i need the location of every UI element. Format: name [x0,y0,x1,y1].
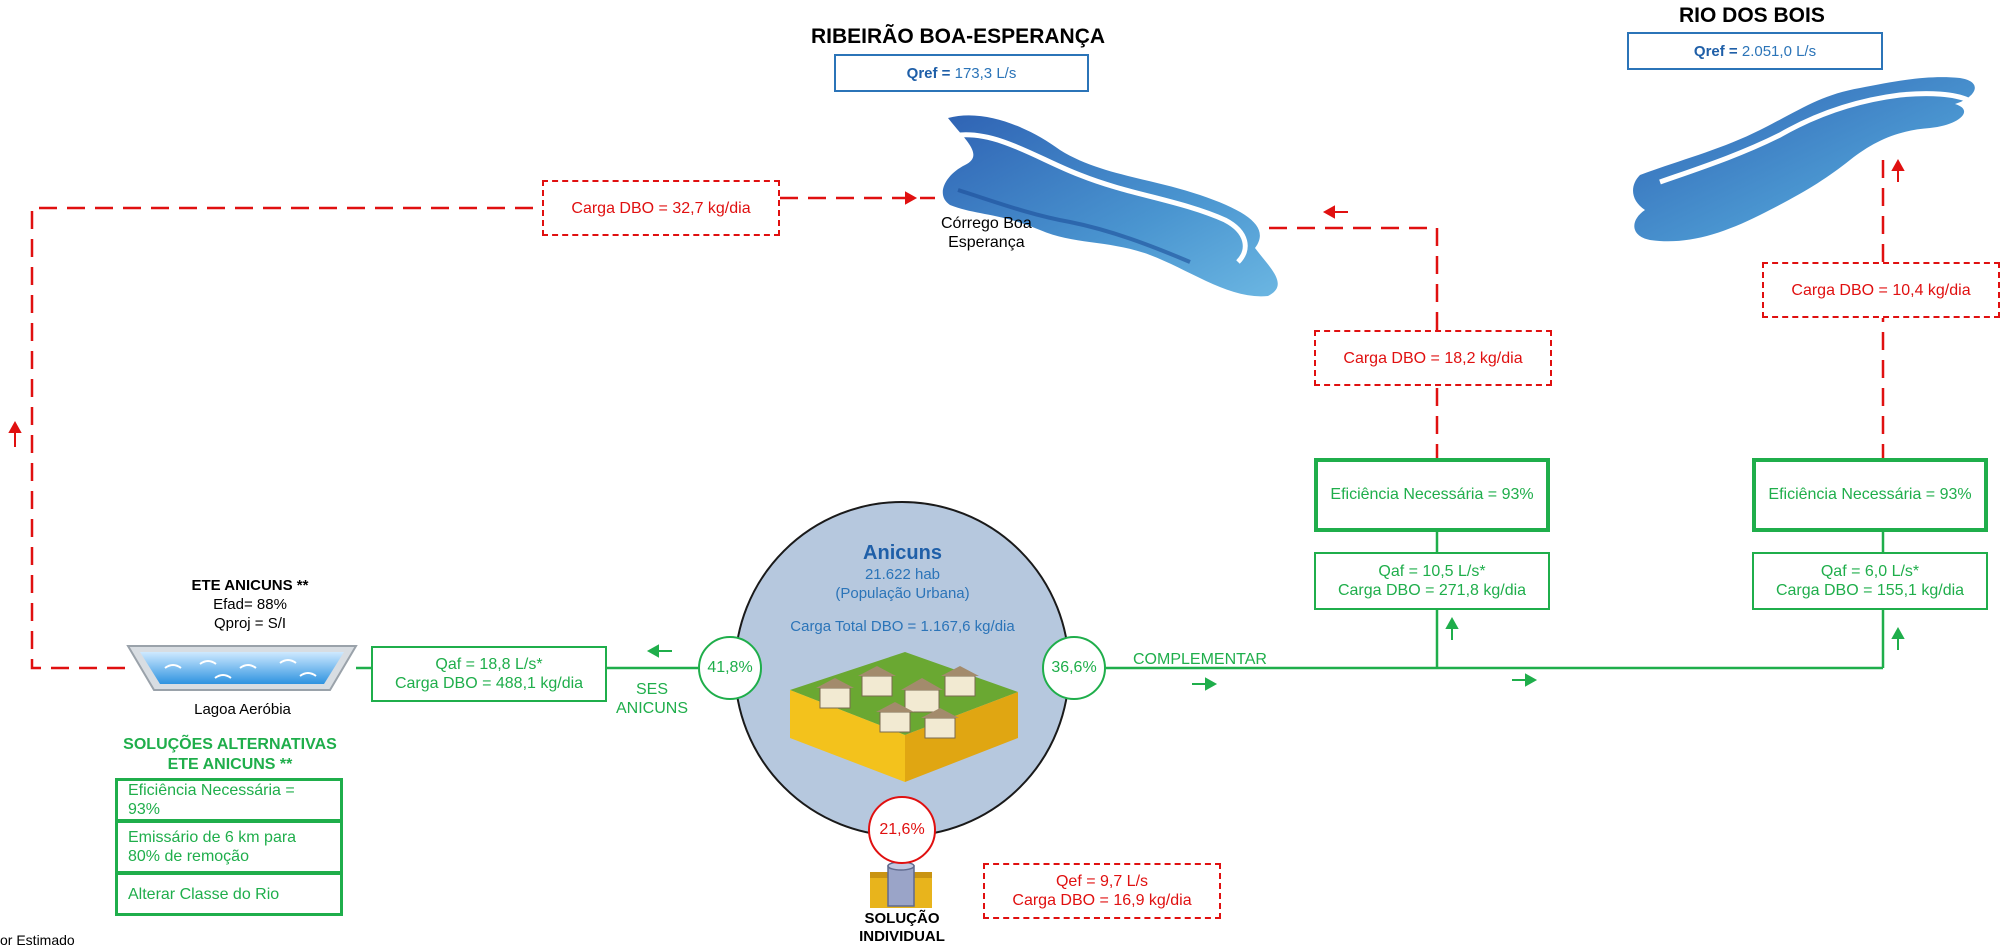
alternatives-title-line-2: ETE ANICUNS ** [167,756,293,773]
lagoon-label: Lagoa Aeróbia [194,701,291,718]
share-text: 41,8% [707,659,753,676]
alternative-item-efficiency: Eficiência Necessária = 93% [115,778,343,822]
stream-label: Córrego Boa Esperança [941,214,1032,252]
stream-name-line-1: Córrego Boa [941,215,1032,232]
efficiency-text: Eficiência Necessária = 93% [1768,486,1972,503]
complementar-label: COMPLEMENTAR [1133,651,1267,668]
alternatives-title: SOLUÇÕES ALTERNATIVAS ETE ANICUNS ** [100,735,360,775]
village-picture [790,652,1018,782]
load-text: Carga DBO = 18,2 kg/dia [1343,349,1523,367]
ete-efad: Efad= 88% [213,596,287,613]
ses-label-line-1: SES [635,681,668,698]
red-flow-arrows [8,158,1905,447]
load-text: Carga DBO = 488,1 kg/dia [394,675,584,692]
load-text: Carga DBO = 271,8 kg/dia [1337,582,1527,599]
complementar-1-efficiency-box: Eficiência Necessária = 93% [1314,458,1550,532]
complementar-1-flow-box: Qaf = 10,5 L/s* Carga DBO = 271,8 kg/dia [1314,552,1550,610]
individual-label-line-1: SOLUÇÃO [864,910,940,927]
qef-text: Qef = 9,7 L/s [1055,873,1149,890]
ete-qproj: Qproj = S/I [213,615,287,632]
green-flow-arrows [646,616,1905,691]
qaf-text: Qaf = 18,8 L/s* [435,656,543,673]
qaf-text: Qaf = 10,5 L/s* [1378,563,1486,580]
septic-tank-picture [870,861,932,908]
ete-info: ETE ANICUNS ** Efad= 88% Qproj = S/I [160,576,340,633]
qref-value: 2.051,0 L/s [1741,42,1817,60]
share-text: 36,6% [1051,659,1097,676]
aerated-lagoon-picture [126,645,358,691]
river-boa-esperanca-picture [942,115,1278,297]
qaf-text: Qaf = 6,0 L/s* [1820,563,1920,580]
load-text: Carga DBO = 155,1 kg/dia [1775,582,1965,599]
stream-name-line-2: Esperança [948,234,1025,251]
complementar-2-efficiency-box: Eficiência Necessária = 93% [1752,458,1988,532]
complementar-1-load-box: Carga DBO = 18,2 kg/dia [1314,330,1552,386]
city-population: 21.622 hab [864,566,941,583]
city-population-note: (População Urbana) [835,585,970,602]
qref-label: Qref = [1693,42,1738,60]
alternative-text: Eficiência Necessária = 93% [128,782,295,818]
alternative-item-river-class: Alterar Classe do Rio [115,872,343,916]
green-flow-lines [356,532,1885,838]
river-left-qref-box: Qref = 173,3 L/s [834,54,1089,92]
load-text: Carga DBO = 16,9 kg/dia [1012,892,1192,909]
share-text: 21,6% [879,821,925,838]
alternative-text: Alterar Classe do Rio [128,885,280,903]
load-text: Carga DBO = 32,7 kg/dia [571,199,751,217]
qref-label: Qref = [906,64,951,82]
river-right-qref-box: Qref = 2.051,0 L/s [1627,32,1883,70]
river-left-title: RIBEIRÃO BOA-ESPERANÇA [811,25,1106,48]
ses-flow-box: Qaf = 18,8 L/s* Carga DBO = 488,1 kg/dia [371,646,607,702]
city-name: Anicuns [863,542,942,564]
qref-value: 173,3 L/s [954,64,1017,82]
ete-title: ETE ANICUNS ** [191,577,309,594]
ses-label-line-2: ANICUNS [615,700,688,717]
individual-label-line-2: INDIVIDUAL [859,928,945,945]
ete-return-load-box: Carga DBO = 32,7 kg/dia [542,180,780,236]
alternative-text: Emissário de 6 km para 80% de remoção [128,829,297,865]
individual-share-circle: 21,6% [868,796,936,864]
complementar-share-circle: 36,6% [1042,636,1106,700]
efficiency-text: Eficiência Necessária = 93% [1330,486,1534,503]
complementar-2-flow-box: Qaf = 6,0 L/s* Carga DBO = 155,1 kg/dia [1752,552,1988,610]
individual-label: SOLUÇÃO INDIVIDUAL [850,910,954,946]
river-right-title: RIO DOS BOIS [1679,4,1825,27]
city-info: Anicuns 21.622 hab (População Urbana) Ca… [735,542,1070,635]
ses-share-circle: 41,8% [698,636,762,700]
ses-label: SES ANICUNS [612,680,692,718]
footnote: or Estimado [0,932,75,948]
alternatives-title-line-1: SOLUÇÕES ALTERNATIVAS [123,736,337,753]
river-rio-dos-bois-picture [1633,77,1975,242]
city-total-load: Carga Total DBO = 1.167,6 kg/dia [790,618,1015,635]
load-text: Carga DBO = 10,4 kg/dia [1791,281,1971,299]
individual-load-box: Qef = 9,7 L/s Carga DBO = 16,9 kg/dia [983,863,1221,919]
alternative-item-emissary: Emissário de 6 km para 80% de remoção [115,820,343,874]
complementar-2-load-box: Carga DBO = 10,4 kg/dia [1762,262,2000,318]
